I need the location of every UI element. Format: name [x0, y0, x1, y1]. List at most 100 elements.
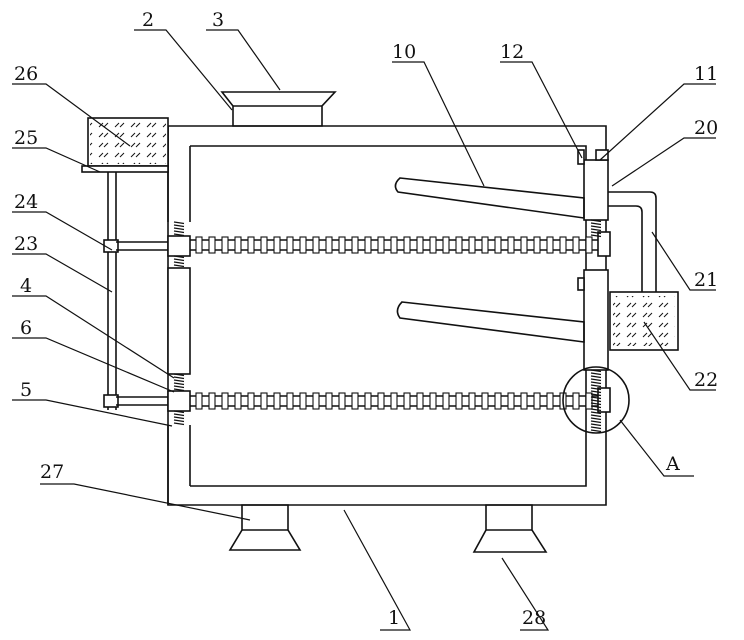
thread-mark — [174, 262, 184, 264]
thread-mark — [591, 424, 601, 426]
shaft-tooth — [300, 237, 306, 253]
shaft-tooth — [430, 393, 436, 409]
shaft-tooth — [573, 237, 579, 253]
shaft-tooth — [339, 393, 345, 409]
thread-mark — [174, 423, 184, 425]
shaft-tooth — [417, 237, 423, 253]
shaft-tooth — [508, 237, 514, 253]
shaft-tooth — [313, 237, 319, 253]
shaft-tooth — [482, 393, 488, 409]
thread-mark — [174, 225, 184, 227]
shaft-tooth — [404, 393, 410, 409]
shaft-tooth — [300, 393, 306, 409]
label-21: 21 — [694, 269, 718, 291]
shaft-tooth — [378, 393, 384, 409]
shaft-tooth — [326, 237, 332, 253]
label-12: 12 — [500, 41, 524, 63]
thread-mark — [174, 259, 184, 261]
shaft-tooth — [495, 237, 501, 253]
thread-mark — [591, 382, 601, 384]
shaft-tooth — [521, 393, 527, 409]
foot-28 — [474, 505, 546, 552]
thread-mark — [174, 420, 184, 422]
shaft-tooth — [222, 393, 228, 409]
thread-mark — [591, 379, 601, 381]
shaft-tooth — [534, 237, 540, 253]
label-11: 11 — [694, 63, 718, 85]
thread-mark — [174, 414, 184, 416]
upper-blade — [395, 178, 584, 218]
shaft-tooth — [456, 393, 462, 409]
thread-mark — [591, 376, 601, 378]
label-1: 1 — [388, 607, 400, 629]
thread-mark — [591, 418, 601, 420]
shaft-tooth — [248, 393, 254, 409]
shaft-tooth — [352, 393, 358, 409]
label-A: A — [665, 453, 680, 475]
feed-hopper — [222, 92, 335, 126]
shaft-tooth — [573, 393, 579, 409]
shaft-tooth — [326, 393, 332, 409]
label-10: 10 — [392, 41, 416, 63]
shaft-tooth — [287, 237, 293, 253]
shaft-tooth — [196, 237, 202, 253]
shaft-tooth — [469, 393, 475, 409]
shaft-tooth — [508, 393, 514, 409]
thread-mark — [591, 226, 601, 228]
label-20: 20 — [694, 117, 718, 139]
label-26: 26 — [14, 63, 38, 85]
shaft-tooth — [378, 237, 384, 253]
pipe-21 — [608, 192, 656, 292]
shaft-tooth — [365, 237, 371, 253]
thread-mark — [591, 415, 601, 417]
shaft-tooth — [456, 237, 462, 253]
thread-mark — [174, 265, 184, 267]
thread-mark — [591, 427, 601, 429]
shaft-tooth — [274, 237, 280, 253]
lower-blade — [397, 302, 584, 342]
shaft-tooth — [287, 393, 293, 409]
label-24: 24 — [14, 191, 38, 213]
thread-mark — [174, 231, 184, 233]
label-4: 4 — [20, 275, 32, 297]
thread-mark — [174, 386, 184, 388]
thread-mark — [174, 228, 184, 230]
thread-mark — [591, 229, 601, 231]
label-27: 27 — [40, 461, 64, 483]
thread-mark — [591, 385, 601, 387]
shaft-tooth — [443, 237, 449, 253]
label-22: 22 — [694, 369, 718, 391]
shaft-tooth — [430, 237, 436, 253]
shaft-tooth — [417, 393, 423, 409]
thread-mark — [591, 421, 601, 423]
shaft-tooth — [235, 393, 241, 409]
thread-mark — [174, 377, 184, 379]
foot-27 — [230, 505, 300, 550]
shaft-tooth — [339, 237, 345, 253]
main-housing — [168, 126, 606, 505]
shaft-tooth — [404, 237, 410, 253]
shaft-tooth — [469, 237, 475, 253]
shaft-tooth — [534, 393, 540, 409]
thread-mark — [174, 383, 184, 385]
thread-mark — [174, 380, 184, 382]
thread-mark — [591, 223, 601, 225]
lower-shaft — [104, 388, 610, 412]
upper-shaft — [104, 232, 610, 256]
shaft-tooth — [274, 393, 280, 409]
shaft-tooth — [391, 393, 397, 409]
shaft-tooth — [495, 393, 501, 409]
shaft-tooth — [209, 237, 215, 253]
shaft-tooth — [248, 237, 254, 253]
thread-mark — [591, 373, 601, 375]
shaft-tooth — [235, 237, 241, 253]
shaft-tooth — [547, 393, 553, 409]
shaft-tooth — [482, 237, 488, 253]
label-6: 6 — [20, 317, 32, 339]
storage-box-26 — [82, 118, 168, 172]
label-23: 23 — [14, 233, 38, 255]
shaft-tooth — [560, 237, 566, 253]
shaft-tooth — [365, 393, 371, 409]
storage-box-22 — [610, 292, 678, 350]
shaft-tooth — [313, 393, 319, 409]
